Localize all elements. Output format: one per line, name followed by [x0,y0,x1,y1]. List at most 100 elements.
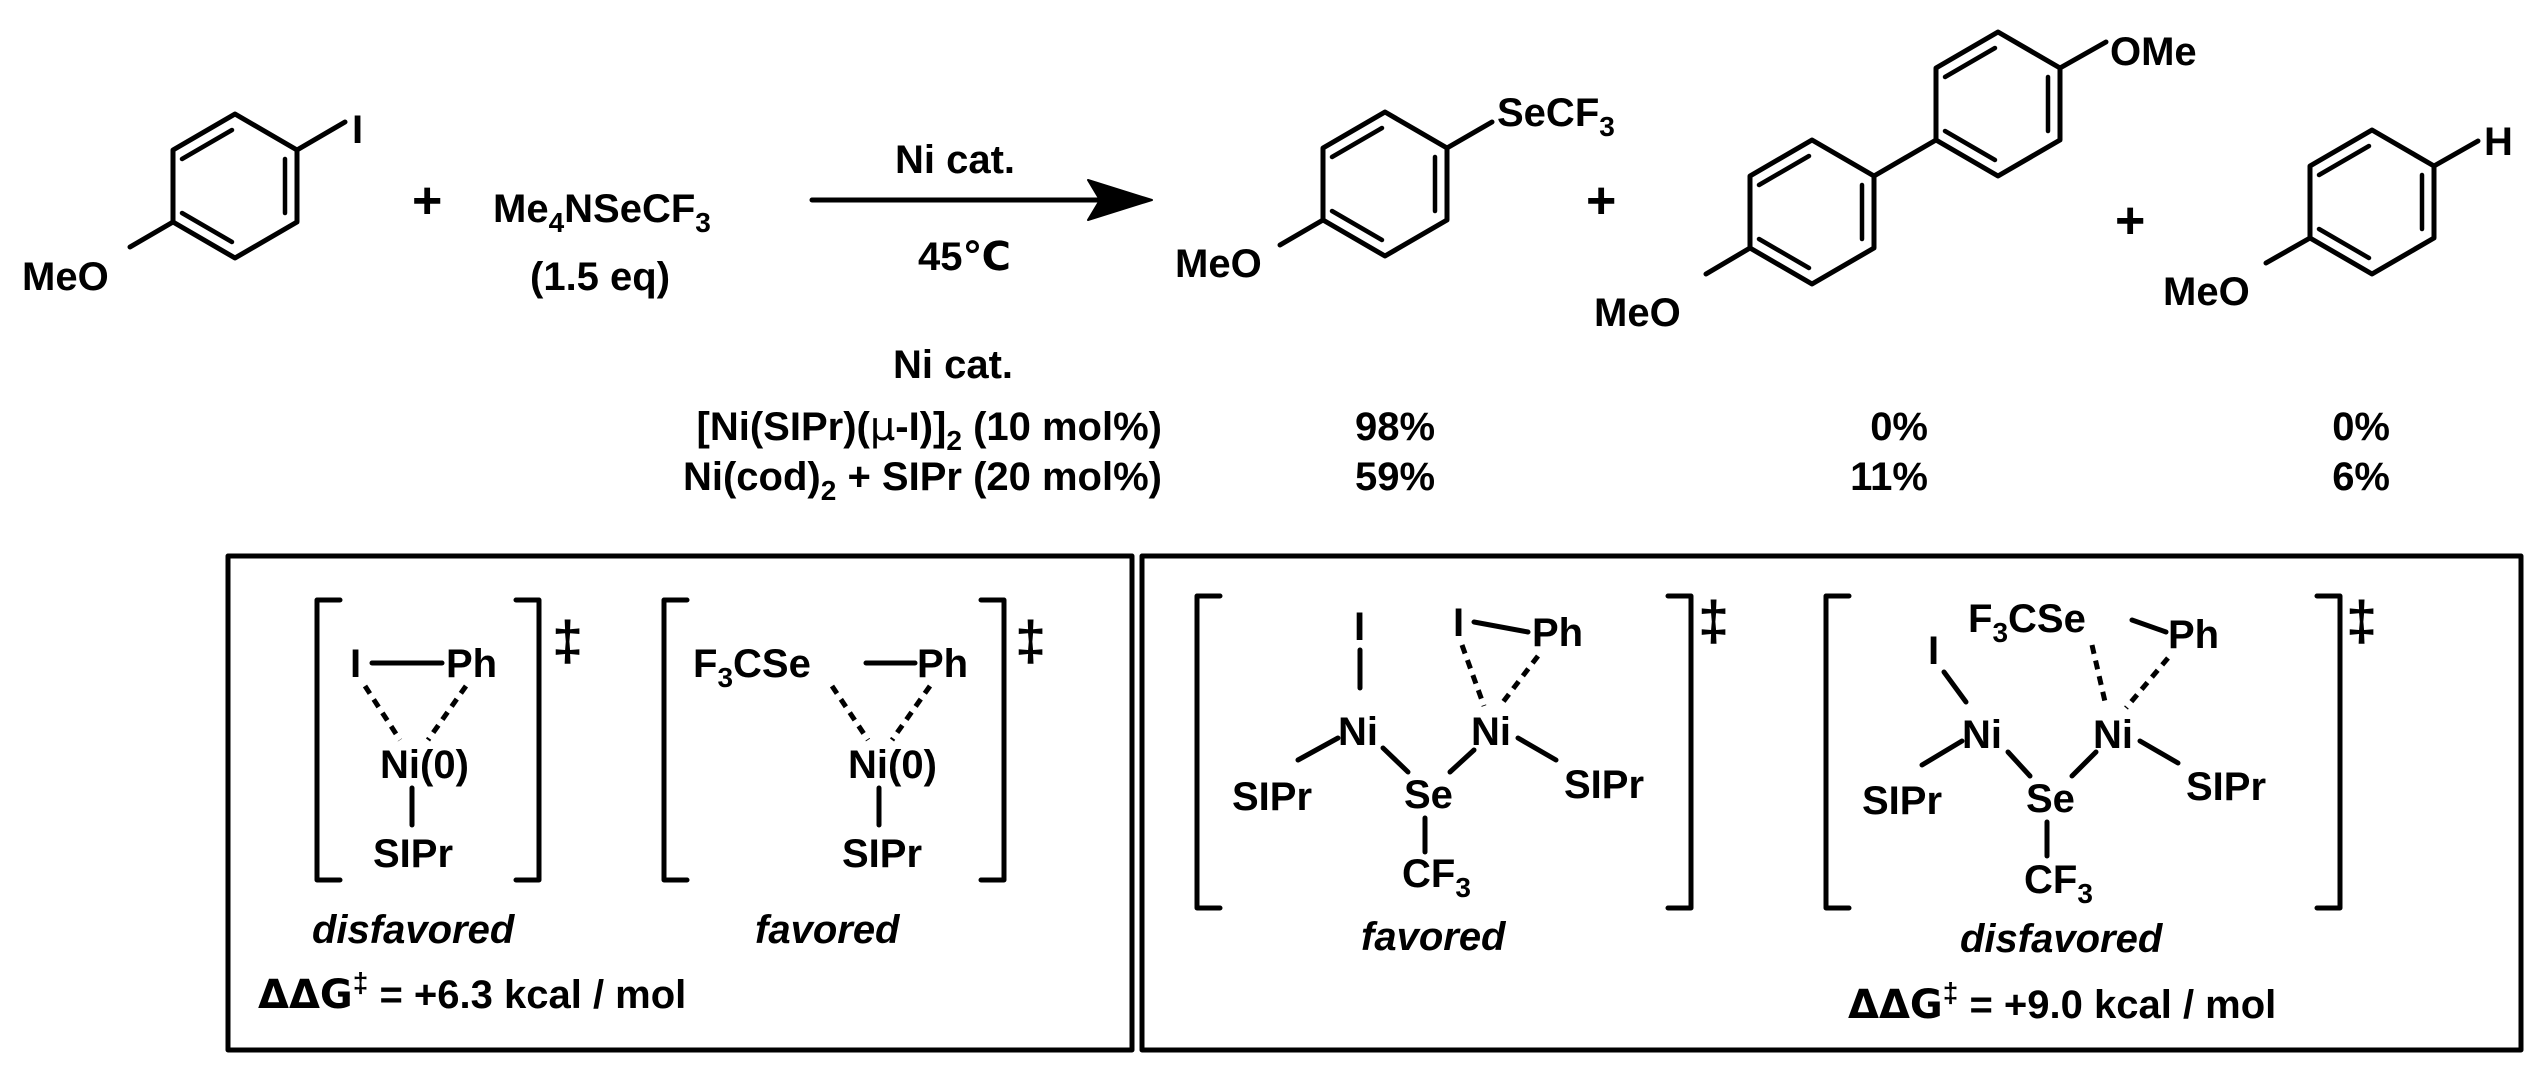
bracket-right [2314,593,2343,911]
ts-dinuclear-favored: ‡ I Ni SIPr Se CF3 Ni SIPr I Ph favored [1194,589,1729,959]
bond-se-ni-right [1447,747,1477,775]
benzene-ring-lower [1747,137,1877,287]
label-disfavored: disfavored [312,908,516,952]
dashed-bond-ph-ni [425,684,469,742]
bond-ni-sipr-right [1515,735,1559,763]
hydrogen-label: H [2484,120,2513,164]
ring-double-bond [179,127,235,162]
metal-ni0: Ni(0) [848,743,937,787]
yield-row2-product3: 6% [2332,455,2390,499]
reaction-arrow: Ni cat. 45℃ [809,138,1153,279]
atom-phenyl: Ph [2168,613,2219,657]
reagent-formula: Me4NSeCF3 [493,187,711,238]
reactant-4-iodoanisole: I MeO [22,108,363,299]
methoxy-label: MeO [22,255,109,299]
reagent-equivalents: (1.5 eq) [530,255,670,299]
dashed-bond-ph-ni [1498,654,1540,708]
ts-double-dagger: ‡ [1698,589,1729,652]
catalyst-row-2: Ni(cod)2 + SIPr (20 mol%) [683,455,1162,506]
ligand-sipr-right: SIPr [1564,763,1644,807]
left-transition-state-box: ‡ I Ph Ni(0) SIPr disfavored ‡ F3CSe Ph … [225,553,1135,1053]
group-f3cse: F3CSe [693,642,811,693]
bond-se-ni-right [2069,749,2099,779]
bond-i-ni-left [1941,669,1969,705]
label-favored: favored [755,908,901,952]
methoxy-label: MeO [2163,270,2250,314]
ring-double-bond [2316,226,2372,261]
ligand-sipr-right: SIPr [2186,765,2266,809]
arrow-condition-catalyst: Ni cat. [895,138,1015,182]
methoxy-label-upper: OMe [2110,30,2197,74]
atom-phenyl: Ph [917,642,968,686]
bond-to-methoxy [1277,217,1326,248]
ring-double-bond [1329,208,1385,243]
bracket-left [1823,593,1852,911]
arrow-condition-temperature: 45℃ [918,235,1011,279]
atom-iodine-terminal: I [1354,605,1365,649]
metal-ni0: Ni(0) [380,743,469,787]
bridge-se: Se [1404,773,1453,817]
bond-i-ph [1471,619,1531,635]
yield-row1-product3: 0% [2332,405,2390,449]
table-header-catalyst: Ni cat. [893,343,1013,387]
ligand-sipr-left: SIPr [1862,779,1942,823]
secf3-label: SeCF3 [1497,91,1615,142]
bracket-left [661,597,690,883]
atom-phenyl: Ph [446,642,497,686]
atom-phenyl: Ph [1532,611,1583,655]
dashed-bond-ph-ni [2124,656,2170,710]
ts-double-dagger: ‡ [552,609,583,672]
label-disfavored: disfavored [1960,917,2164,961]
plus-sign-3: + [2115,192,2145,250]
plus-sign-2: + [1586,172,1616,230]
ring-double-bond [1942,128,1998,163]
bond-to-methoxy [127,219,176,250]
ring-double-bond [1756,153,1812,188]
product-anisole: H MeO [2163,120,2513,314]
ring-double-bond [1756,236,1812,271]
label-favored: favored [1361,915,1507,959]
ring-double-bond [1329,125,1385,160]
box-border [1139,553,2524,1053]
ring-double-bond [1942,45,1998,80]
yields-table: Ni cat. [Ni(SIPr)(μ-I)]2 (10 mol%) Ni(co… [683,343,2390,506]
bond-to-secf3 [1444,119,1495,151]
bond-ni-sipr-left [1919,738,1965,768]
bridge-se: Se [2026,777,2075,821]
yield-row1-product1: 98% [1355,405,1435,449]
methoxy-label-lower: MeO [1594,291,1681,335]
bracket-left [1194,593,1223,911]
right-transition-state-box: ‡ I Ni SIPr Se CF3 Ni SIPr I Ph favored … [1139,553,2524,1053]
product-biaryl-homocoupling: OMe MeO [1594,29,2197,335]
arrow-head [1087,179,1153,221]
metal-ni-left: Ni [1962,713,2002,757]
bridge-group-cf3: CF3 [2024,858,2093,909]
ts-dinuclear-disfavored: ‡ I Ni SIPr Se CF3 Ni SIPr F3CSe Ph disf… [1823,589,2377,961]
benzene-ring [2307,127,2437,277]
group-f3cse: F3CSe [1968,597,2086,648]
energy-difference: ΔΔG‡ = +6.3 kcal / mol [258,967,686,1018]
biaryl-bond [1871,137,1939,179]
benzene-ring [1320,109,1450,259]
bond-ni-sipr-right [2137,738,2181,766]
plus-sign-1: + [412,172,442,230]
yield-row2-product2: 11% [1850,455,1928,499]
metal-ni-right: Ni [1471,710,1511,754]
ts-double-dagger: ‡ [1015,609,1046,672]
ring-double-bond [179,210,235,245]
dashed-bond-se-ni [2089,644,2109,707]
atom-iodine: I [350,642,361,686]
bond-to-hydrogen [2431,138,2481,169]
ts-mononuclear-oxidative-addition-csecf3: ‡ F3CSe Ph Ni(0) SIPr favored [661,597,1046,952]
ligand-sipr: SIPr [373,832,453,876]
dashed-bond-i-ni [362,684,403,742]
atom-iodine-migrating: I [1453,601,1464,645]
metal-ni-left: Ni [1338,710,1378,754]
methoxy-label: MeO [1175,242,1262,286]
atom-iodine-terminal: I [1928,629,1939,673]
iodine-label: I [352,108,363,152]
bond-ni-sipr-left [1295,735,1341,763]
metal-ni-right: Ni [2093,713,2133,757]
ring-double-bond [2316,143,2372,178]
